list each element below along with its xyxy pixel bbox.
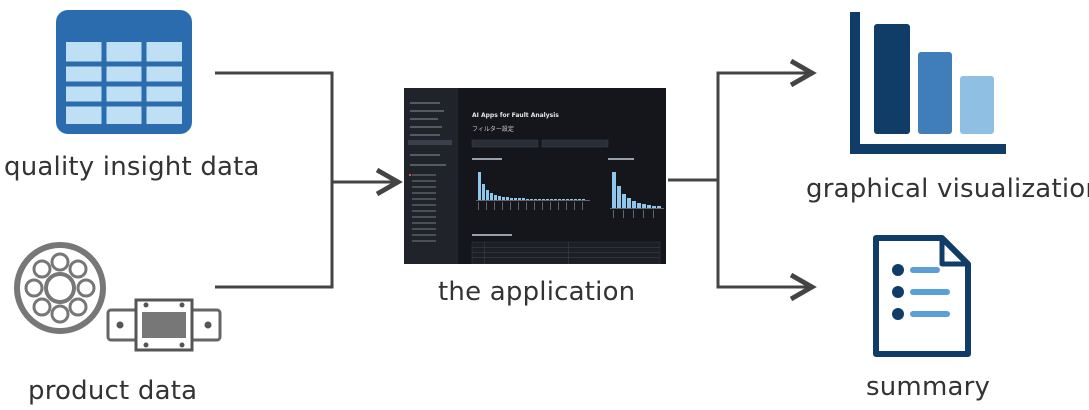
product-data-label: product data — [28, 376, 198, 406]
the-application-label: the application — [438, 277, 636, 307]
application-screenshot: AI Apps for Fault Analysis フィルター設定 — [404, 88, 666, 264]
summary-label: summary — [866, 372, 991, 402]
app-window-title: AI Apps for Fault Analysis — [472, 112, 559, 119]
app-filter-heading: フィルター設定 — [472, 126, 514, 133]
bearing-icon — [14, 242, 106, 334]
table-icon — [56, 10, 192, 134]
arrow-to-summary — [716, 180, 817, 302]
bar-chart-icon — [850, 12, 1006, 154]
graphical-visualization-label: graphical visualization — [806, 174, 1089, 204]
linear-guide-icon — [106, 298, 222, 352]
connector-product — [215, 182, 334, 289]
arrow-to-visualization — [716, 58, 817, 180]
app-sidebar-items — [408, 102, 452, 242]
document-icon — [873, 235, 971, 357]
app-content-mock — [471, 139, 664, 264]
quality-insight-data-label: quality insight data — [4, 152, 260, 182]
connector-quality — [215, 71, 334, 182]
app-sidebar — [404, 88, 458, 264]
